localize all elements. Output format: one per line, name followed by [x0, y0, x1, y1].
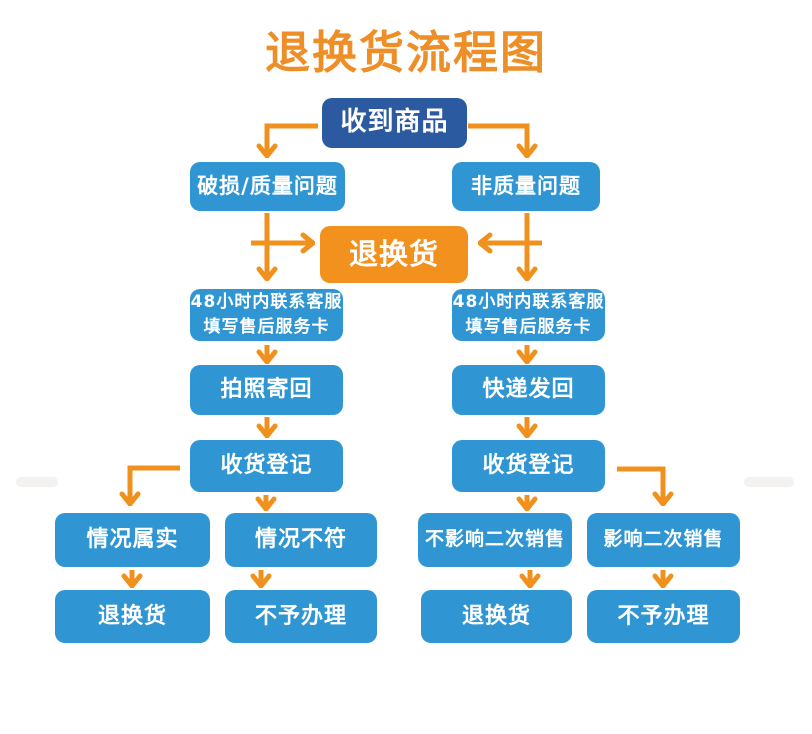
node-receipt-register-left: 收货登记	[190, 440, 343, 492]
node-case-true: 情况属实	[55, 513, 210, 567]
flow-arrow-received-to-damaged	[267, 123, 318, 156]
node-express-send-back: 快递发回	[452, 365, 605, 415]
page-title: 退换货流程图	[264, 26, 547, 79]
node-case-false: 情况不符	[225, 513, 377, 567]
node-reject-left: 不予办理	[225, 590, 377, 643]
right-edge-smudge	[744, 477, 794, 487]
node-damaged-quality-issue: 破损/质量问题	[190, 162, 345, 211]
flow-arrow-register-right-to-impact	[617, 466, 663, 504]
node-return-exchange-center: 退换货	[320, 226, 468, 283]
flow-arrow-register-left-to-case-true	[130, 465, 180, 504]
node-impact-resale: 影响二次销售	[587, 513, 740, 567]
node-reject-right: 不予办理	[587, 590, 740, 643]
node-non-quality-issue: 非质量问题	[452, 162, 600, 211]
node-contact-48h-right: 48小时内联系客服 填写售后服务卡	[452, 289, 605, 341]
node-contact-48h-left: 48小时内联系客服 填写售后服务卡	[190, 289, 343, 341]
node-no-impact-resale: 不影响二次销售	[418, 513, 572, 567]
node-receipt-register-right: 收货登记	[452, 440, 605, 492]
left-edge-smudge	[16, 477, 58, 487]
node-return-exchange-right: 退换货	[421, 590, 572, 643]
node-photo-send-back: 拍照寄回	[190, 365, 343, 415]
node-return-exchange-left: 退换货	[55, 590, 210, 643]
node-received-goods: 收到商品	[322, 98, 467, 148]
flow-arrow-received-to-non-quality	[468, 123, 527, 156]
